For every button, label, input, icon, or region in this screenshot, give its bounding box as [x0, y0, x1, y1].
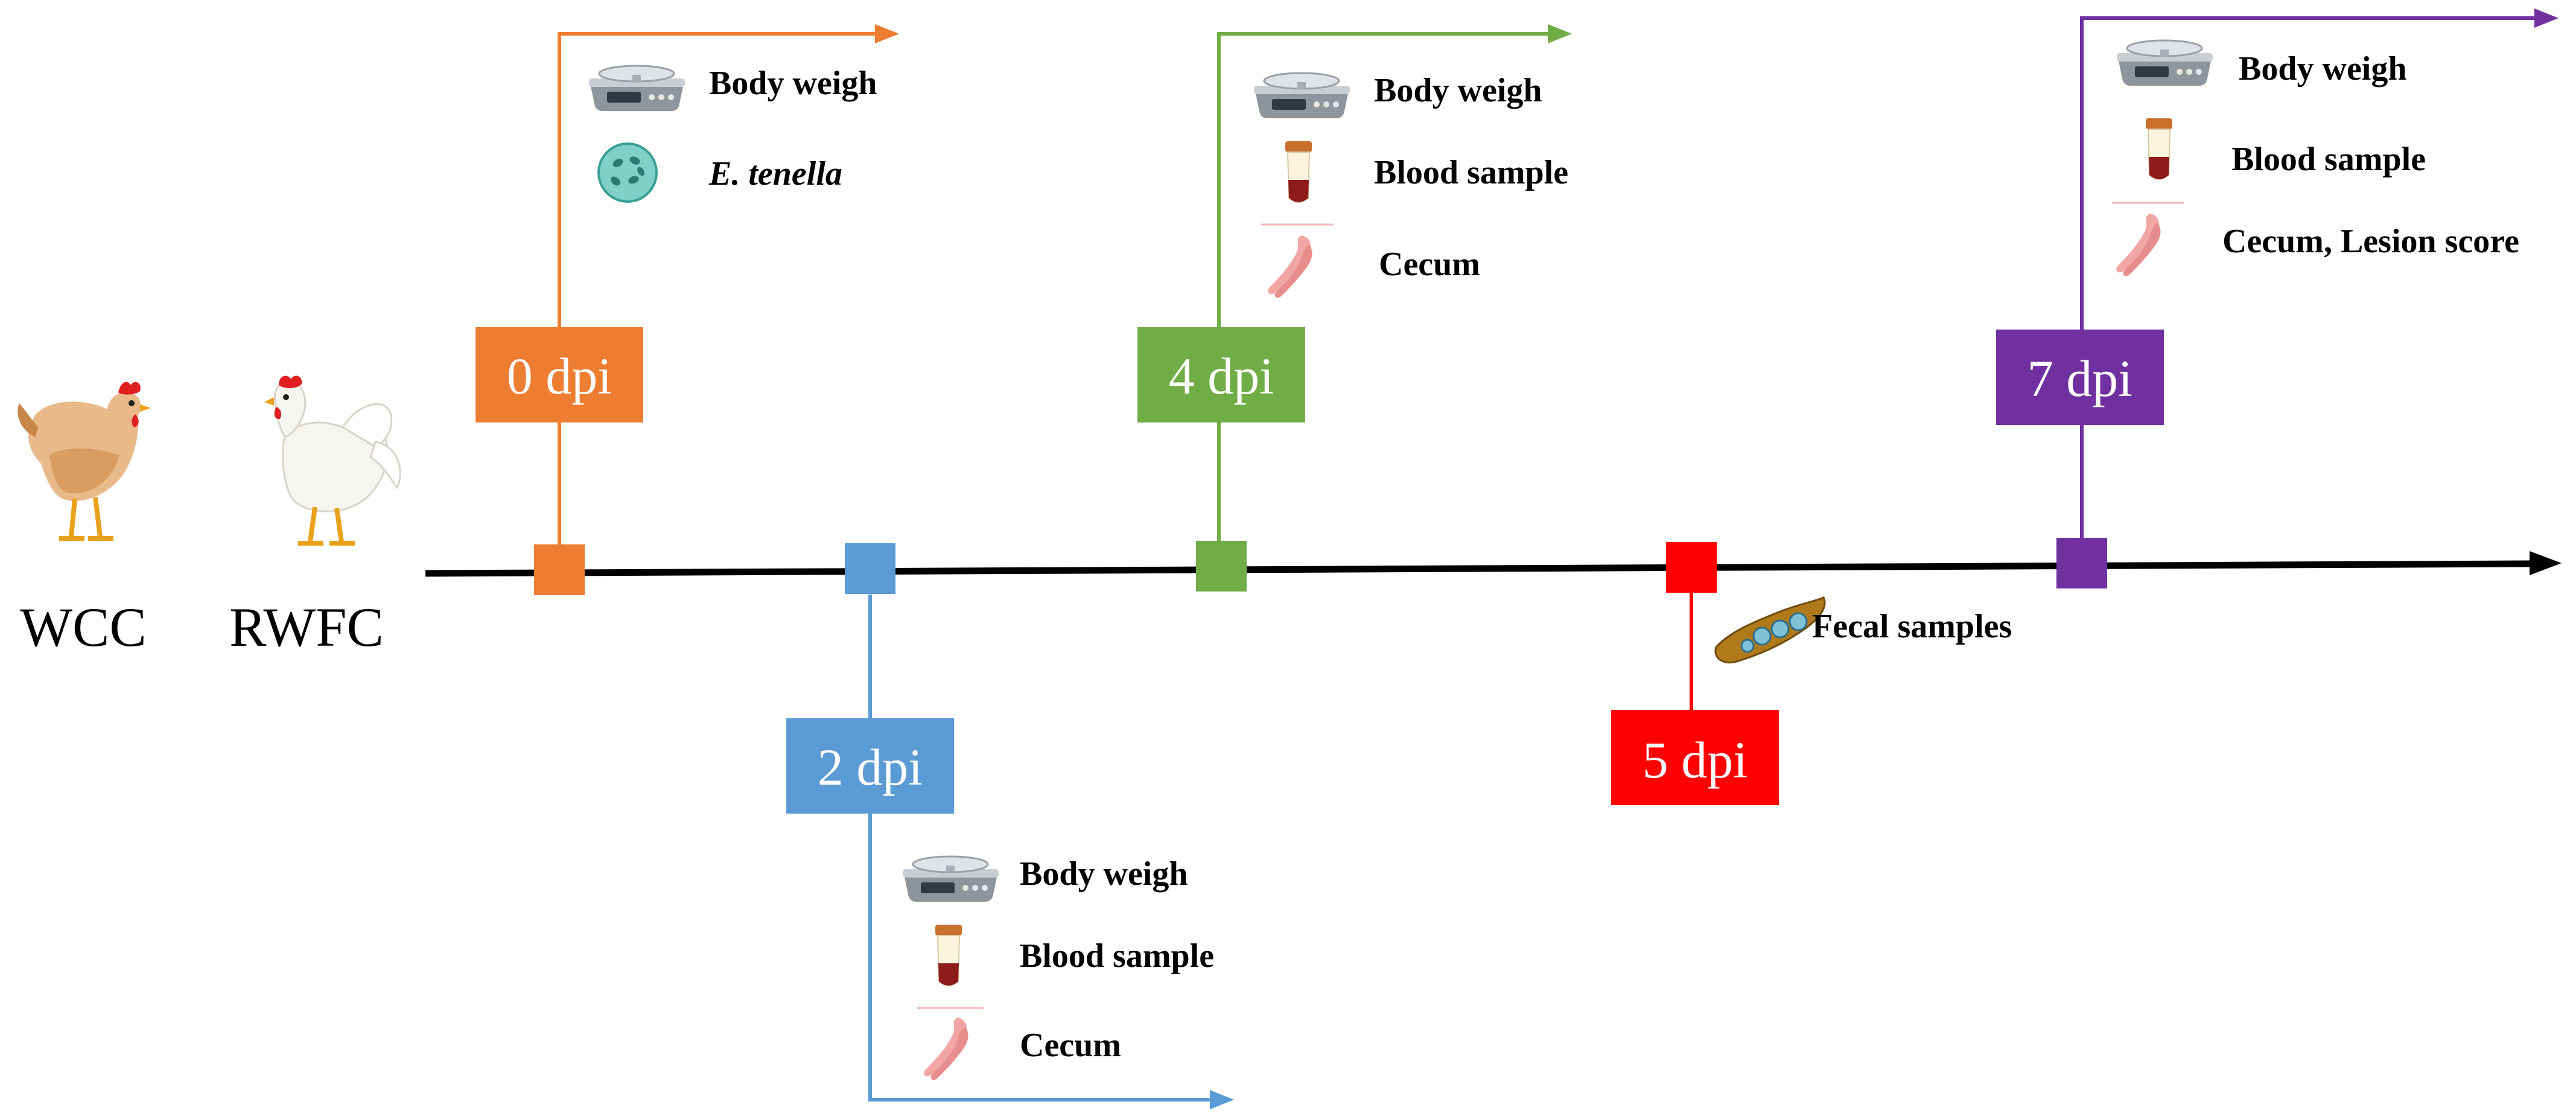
- timepoint-marker: [1196, 541, 1247, 591]
- dpi-label: 5 dpi: [1643, 731, 1748, 789]
- timepoint-7-dpi: 7 dpi Body weigh Blood sample Cecum, Les…: [1996, 8, 2559, 588]
- timepoint-marker: [845, 543, 895, 594]
- dpi-label-box: [786, 718, 954, 814]
- activity-blood-sample: Blood sample: [1374, 154, 1568, 191]
- dpi-label-box: [1137, 327, 1305, 422]
- dpi-label: 0 dpi: [507, 347, 612, 405]
- activity-body-weight: Body weigh: [1374, 72, 1542, 109]
- timepoint-marker: [2056, 538, 2107, 588]
- scale-icon: [588, 65, 686, 112]
- timepoint-0-dpi: 0 dpi Body weigh E. tenella: [475, 24, 899, 595]
- brown-hen-icon: [17, 381, 151, 541]
- timepoint-marker: [1666, 542, 1717, 593]
- activity-blood-sample: Blood sample: [1020, 937, 1214, 975]
- cecum-icon: [2116, 214, 2161, 276]
- dpi-label: 4 dpi: [1169, 347, 1274, 405]
- blood-tube-icon: [2145, 118, 2173, 180]
- oocyst-icon: [597, 142, 658, 203]
- timepoint-marker: [534, 544, 585, 595]
- dpi-label: 7 dpi: [2027, 349, 2132, 407]
- timeline-axis: [425, 551, 2562, 577]
- activity-body-weight: Body weigh: [2239, 50, 2407, 88]
- dpi-label: 2 dpi: [818, 738, 923, 796]
- activity-body-weight: Body weigh: [709, 65, 877, 102]
- scale-icon: [902, 855, 1000, 903]
- dpi-label-box: [1996, 330, 2164, 425]
- feces-icon: [1714, 596, 1826, 664]
- activity-e-tenella-infection: E. tenella: [708, 155, 842, 193]
- activity-body-weight: Body weigh: [1020, 855, 1188, 893]
- dpi-label-box: [475, 327, 643, 422]
- scale-icon: [2116, 39, 2214, 87]
- blood-tube-icon: [935, 924, 962, 986]
- scale-icon: [1253, 72, 1351, 120]
- bird-label-wcc: WCC: [20, 596, 147, 658]
- activity-cecum: Cecum: [1020, 1027, 1121, 1064]
- blood-tube-icon: [1285, 141, 1312, 203]
- timepoint-2-dpi: 2 dpi Body weigh Blood sample Cecum: [786, 543, 1234, 1109]
- cecum-icon: [924, 1018, 968, 1080]
- bird-label-rwfc: RWFC: [229, 596, 384, 658]
- cecum-icon: [1268, 235, 1312, 298]
- activity-cecum-lesion-score: Cecum, Lesion score: [2222, 223, 2519, 260]
- activity-blood-sample: Blood sample: [2231, 141, 2426, 178]
- activity-cecum: Cecum: [1379, 246, 1480, 283]
- dpi-label-box: [1611, 710, 1779, 805]
- timepoint-5-dpi: 5 dpi Fecal samples: [1611, 542, 2012, 805]
- timepoint-4-dpi: 4 dpi Body weigh Blood sample Cecum: [1137, 24, 1572, 591]
- activity-fecal-samples: Fecal samples: [1812, 608, 2012, 645]
- white-rooster-icon: [264, 375, 401, 546]
